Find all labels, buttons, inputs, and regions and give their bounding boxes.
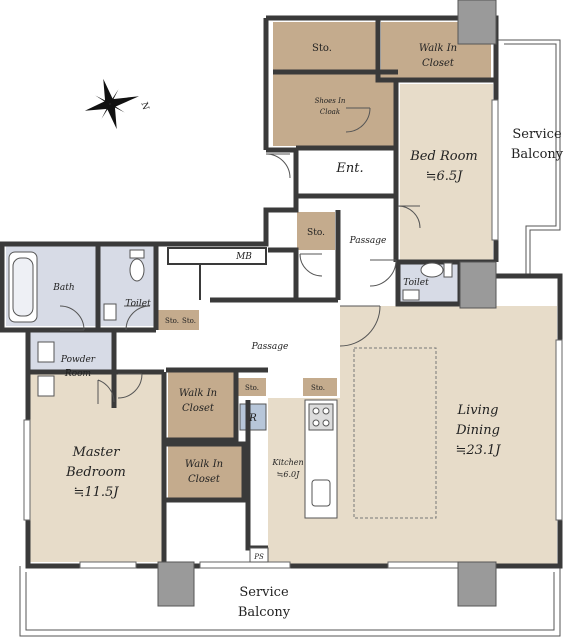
label-ps: PS [253,553,264,561]
bedroom-fill [400,84,493,260]
structural-columns [157,0,497,607]
label-passage-upper: Passage [349,236,387,246]
label-living-3: ≒23.1J [455,443,501,458]
service-balcony-bottom-outline [19,566,561,637]
label-kitchen-1: Kitchen [271,458,303,467]
window [79,561,137,569]
label-master-1: Master [72,445,121,460]
compass-rose-icon [84,78,139,130]
label-shoes-1: Shoes In [315,97,346,105]
column [457,561,497,607]
toilet-tank [129,249,145,259]
label-walkin-low-2: Closet [188,474,221,485]
label-living-1: Living [457,403,499,418]
label-sto-mid: Sto. [307,228,325,238]
room-labels: Sto. Walk In Closet Shoes In Cloak Ent. … [52,43,563,620]
burner [312,407,320,415]
label-service-top-1: Service [512,127,562,142]
walkin-mid-fill [168,372,234,438]
windows [23,99,563,569]
walkin-low-fill [168,446,242,498]
column [459,261,497,309]
label-sto-k2: Sto. [311,384,325,392]
dining-area-outline [353,347,437,519]
mb-strip [167,247,267,300]
window [199,561,291,569]
label-sto-small-1: Sto. [165,317,179,325]
label-passage-lower: Passage [251,342,289,352]
label-walkin-top-1: Walk In [419,43,457,54]
toilet-icon [420,262,444,278]
shoes-cloak-fill [273,74,397,146]
fixtures [8,249,453,563]
master-bedroom-fill [30,372,162,562]
label-bedroom-2: ≒6.5J [426,169,464,184]
burner [312,419,320,427]
label-walkin-top-2: Closet [422,58,455,69]
burner [322,407,330,415]
refrigerator-box [239,403,267,431]
label-walkin-mid-1: Walk In [179,388,217,399]
label-walkin-low-1: Walk In [185,459,223,470]
label-master-3: ≒11.5J [73,485,119,500]
sto-top-fill [273,22,377,70]
label-toilet-left: Toilet [125,299,151,309]
label-sto-top: Sto. [312,43,332,54]
doors [59,107,421,404]
label-walkin-mid-2: Closet [182,403,215,414]
column [157,561,195,607]
label-refrigerator: R [248,413,257,424]
sink-icon [402,289,420,301]
label-shoes-2: Cloak [320,108,340,116]
stove-icon [308,403,334,431]
sink-icon [37,341,55,363]
label-powder-2: Room [64,369,91,379]
column [457,0,497,45]
label-toilet-right: Toilet [403,278,429,288]
label-service-bottom-2: Balcony [238,605,291,620]
label-kitchen-2: ≒6.0J [277,470,300,479]
north-label: N [138,101,150,111]
label-ent: Ent. [335,161,363,176]
bathtub-inner [12,257,34,317]
label-service-top-2: Balcony [511,147,564,162]
sto-k1-fill [236,378,266,396]
kitchen-sink-icon [311,479,331,507]
label-master-2: Bedroom [65,465,126,480]
sink-icon [37,375,55,397]
label-bath: Bath [52,283,74,293]
sto-mid-fill [297,212,335,250]
label-mb: MB [235,252,252,262]
label-powder-1: Powder [60,355,96,365]
living-dining-fill [340,306,557,564]
window [491,99,499,241]
label-living-2: Dining [455,423,500,438]
toilet-tank [443,262,453,278]
toilet-icon [129,258,145,282]
window [23,419,31,521]
sto-small-fill [157,310,199,330]
window [555,339,563,521]
ps-box [249,547,269,563]
label-sto-small-2: Sto. [182,317,196,325]
label-bedroom-1: Bed Room [409,149,477,164]
burner [322,419,330,427]
sink-icon [103,303,117,321]
label-sto-k1: Sto. [245,384,259,392]
sto-k2-fill [303,378,337,396]
label-service-bottom-1: Service [239,585,289,600]
service-balcony-top-outline [496,39,561,275]
